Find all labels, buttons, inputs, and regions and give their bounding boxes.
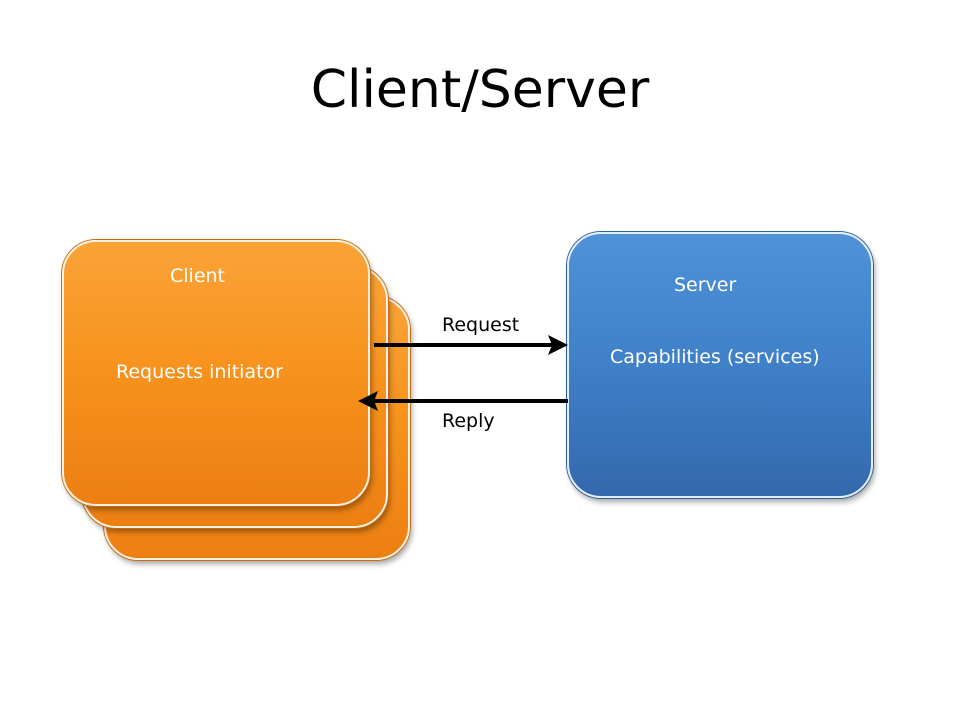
- server-role: Capabilities (services): [610, 346, 820, 368]
- slide-title: Client/Server: [310, 60, 650, 120]
- server-card: [567, 232, 873, 498]
- client-card: [62, 240, 370, 506]
- reply-arrow: [358, 391, 568, 411]
- request-label: Request: [442, 314, 520, 336]
- client-role: Requests initiator: [116, 361, 283, 383]
- client-heading: Client: [170, 265, 226, 287]
- request-arrow: [374, 335, 568, 355]
- server-heading: Server: [674, 274, 737, 296]
- reply-label: Reply: [442, 410, 495, 432]
